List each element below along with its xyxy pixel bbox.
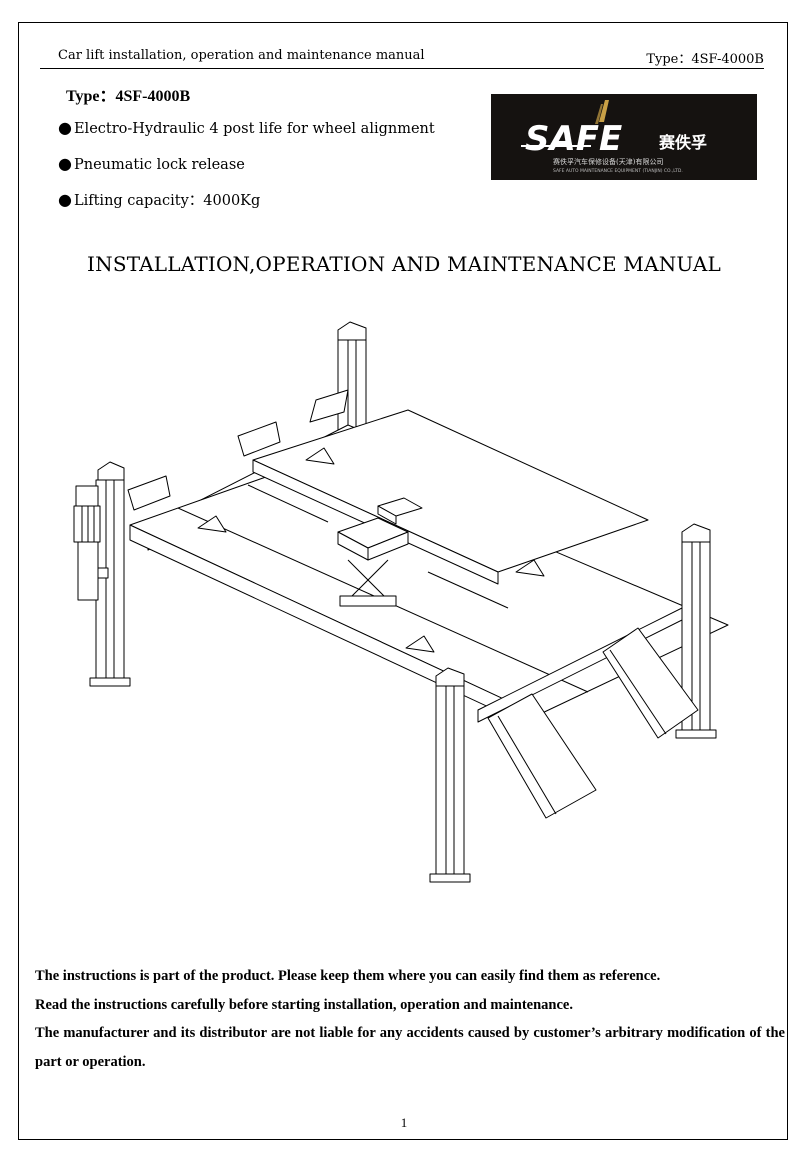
- model-type: Type：4SF-4000B: [66, 88, 191, 105]
- feature-text: Pneumatic lock release: [73, 157, 245, 173]
- post-front-left: [89, 461, 131, 687]
- bullet-icon: ●: [58, 118, 72, 137]
- logo-cn-name: 赛佚孚: [658, 133, 707, 152]
- feature-text: Electro-Hydraulic 4 post life for wheel …: [73, 121, 435, 137]
- company-logo: SAFE 赛佚孚 赛佚孚汽车保修设备(天津)有限公司 SAFE AUTO MAI…: [491, 94, 757, 180]
- page-number: 1: [400, 1115, 408, 1130]
- header-type: Type：4SF-4000B: [646, 52, 764, 67]
- notice-paragraph: The manufacturer and its distributor are…: [35, 1025, 785, 1070]
- bullet-icon: ●: [58, 154, 72, 173]
- ramp-right: [602, 627, 699, 739]
- running-header: Car lift installation, operation and mai…: [40, 44, 764, 69]
- post-back-left: [337, 321, 367, 441]
- document-title: INSTALLATION,OPERATION AND MAINTENANCE M…: [87, 252, 721, 276]
- notice-paragraph: Read the instructions carefully before s…: [35, 996, 573, 1013]
- page-border: [18, 22, 788, 1140]
- ramp-left: [487, 693, 597, 819]
- logo-graphic: SAFE 赛佚孚 赛佚孚汽车保修设备(天津)有限公司 SAFE AUTO MAI…: [521, 100, 707, 174]
- power-unit: [73, 485, 109, 601]
- logo-cn-subtitle: 赛佚孚汽车保修设备(天津)有限公司: [553, 157, 663, 166]
- bullet-icon: ●: [58, 190, 72, 209]
- feature-item: ●Lifting capacity：4000Kg: [58, 187, 435, 223]
- feature-item: ●Electro-Hydraulic 4 post life for wheel…: [58, 115, 435, 151]
- notice-paragraph: The instructions is part of the product.…: [35, 968, 661, 984]
- header-manual-title: Car lift installation, operation and mai…: [58, 48, 425, 63]
- four-post-lift-drawing: [73, 321, 729, 883]
- post-front-right: [429, 667, 471, 883]
- feature-text: Lifting capacity：4000Kg: [73, 193, 261, 209]
- feature-item: ●Pneumatic lock release: [58, 151, 435, 187]
- logo-brand: SAFE: [525, 119, 622, 159]
- rolling-jack: [337, 497, 423, 607]
- post-back-right: [675, 523, 717, 739]
- logo-en-subtitle: SAFE AUTO MAINTENANCE EQUIPMENT (TIANJIN…: [553, 168, 683, 174]
- feature-list: ●Electro-Hydraulic 4 post life for wheel…: [58, 115, 435, 223]
- notice-block: The instructions is part of the product.…: [35, 962, 785, 1076]
